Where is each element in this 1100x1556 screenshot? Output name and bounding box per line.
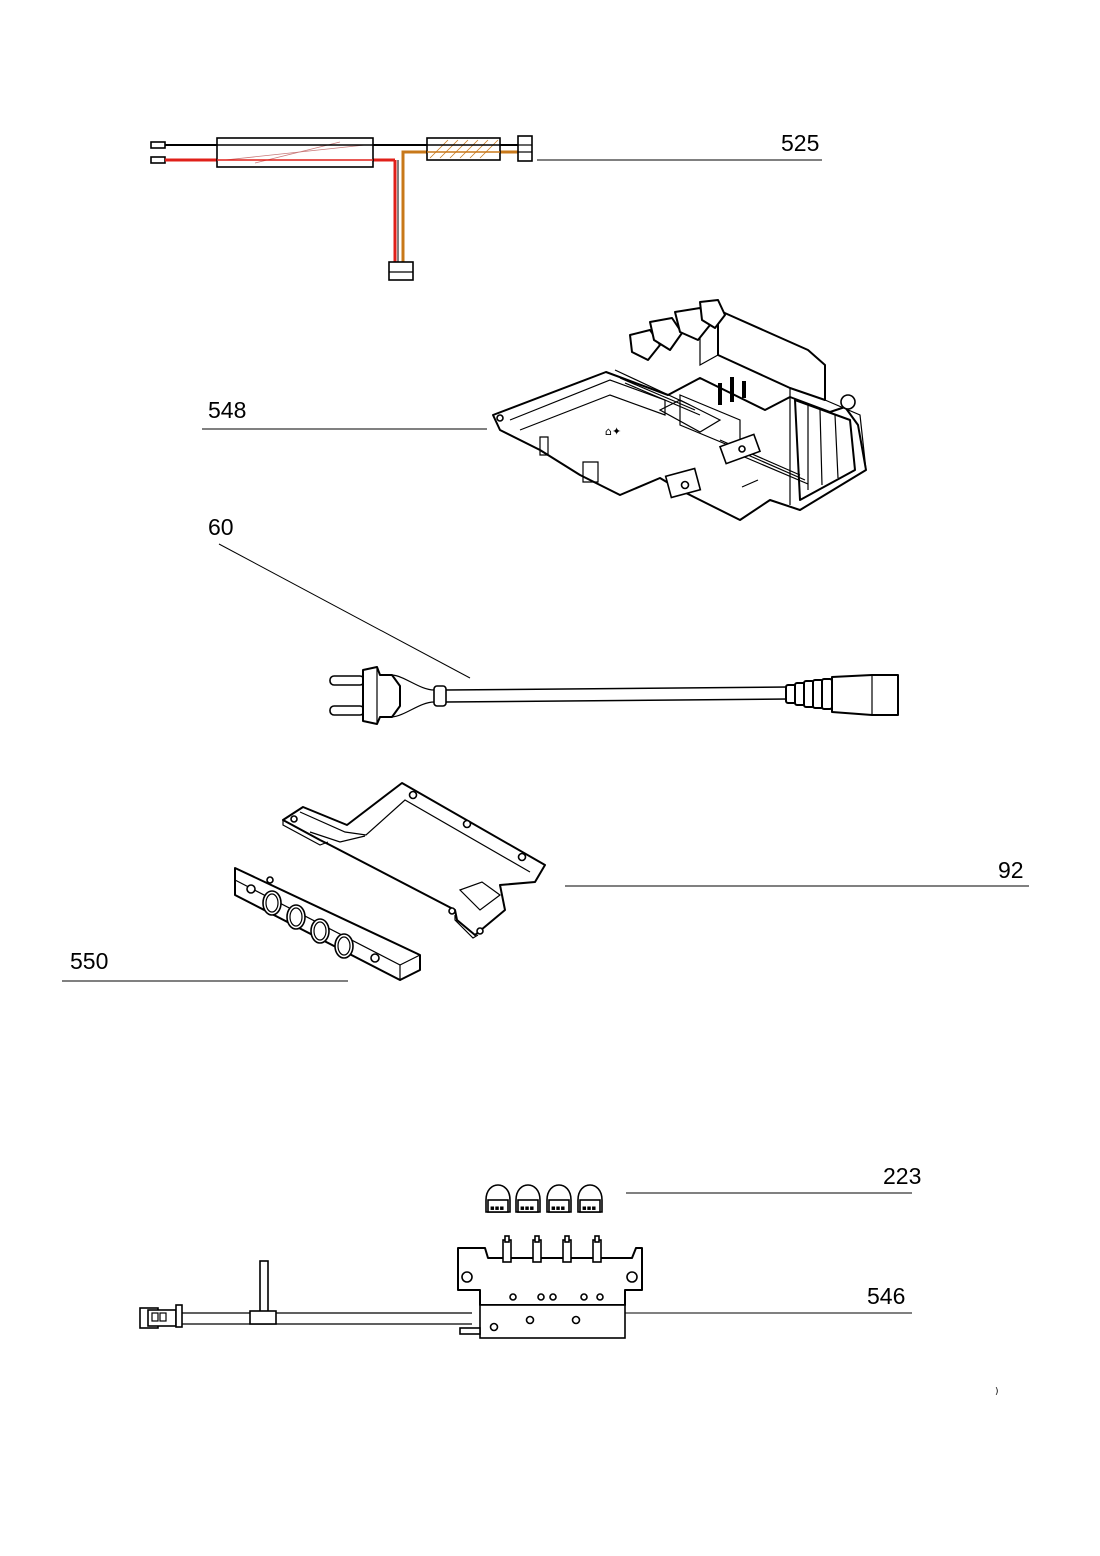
- callout-550: 550: [62, 948, 348, 982]
- svg-text:⌂✦: ⌂✦: [605, 425, 621, 438]
- wiring-harness: [150, 135, 533, 281]
- svg-text:▪▪▪: ▪▪▪: [582, 1204, 596, 1212]
- push-button-icon: ▪▪▪: [546, 1184, 572, 1213]
- part-label-92: 92: [998, 857, 1024, 883]
- callout-525: 525: [537, 130, 822, 161]
- callout-546: 546: [625, 1283, 912, 1314]
- svg-text:▪▪▪: ▪▪▪: [490, 1204, 504, 1212]
- button-hole-icon: [262, 890, 354, 959]
- push-button-icon: ▪▪▪: [485, 1184, 511, 1213]
- plug-body-icon: [362, 666, 401, 725]
- part-label-550: 550: [70, 948, 108, 974]
- mounting-bracket: [282, 782, 546, 939]
- part-label-223: 223: [883, 1163, 921, 1189]
- push-buttons: ▪▪▪ ▪▪▪ ▪▪▪ ▪▪▪: [485, 1184, 603, 1213]
- callout-92: 92: [565, 857, 1029, 887]
- plug-pin-icon: [329, 675, 365, 686]
- svg-text:▪▪▪: ▪▪▪: [551, 1204, 565, 1212]
- push-button-icon: ▪▪▪: [577, 1184, 603, 1213]
- part-label-546: 546: [867, 1283, 905, 1309]
- power-cord: [329, 666, 899, 725]
- callout-60: 60: [208, 514, 471, 679]
- electronic-board-housing: ⌂✦: [492, 299, 867, 521]
- plug-pin-icon: [329, 705, 365, 716]
- switch-assembly: [139, 1235, 643, 1339]
- push-button-icon: ▪▪▪: [515, 1184, 541, 1213]
- callout-548: 548: [202, 397, 487, 430]
- iec-connector-icon: [831, 674, 899, 716]
- part-label-60: 60: [208, 514, 234, 540]
- part-label-548: 548: [208, 397, 246, 423]
- svg-text:▪▪▪: ▪▪▪: [520, 1204, 534, 1212]
- callout-223: 223: [626, 1163, 921, 1194]
- harness-plug-right-icon: [517, 135, 533, 162]
- page-mark: ): [995, 1387, 999, 1397]
- harness-pin-connector-icon: [150, 141, 166, 164]
- harness-plug-bottom-icon: [388, 261, 414, 281]
- harness-sleeve-right: [426, 137, 501, 161]
- part-label-525: 525: [781, 130, 819, 156]
- control-faceplate: [234, 867, 421, 981]
